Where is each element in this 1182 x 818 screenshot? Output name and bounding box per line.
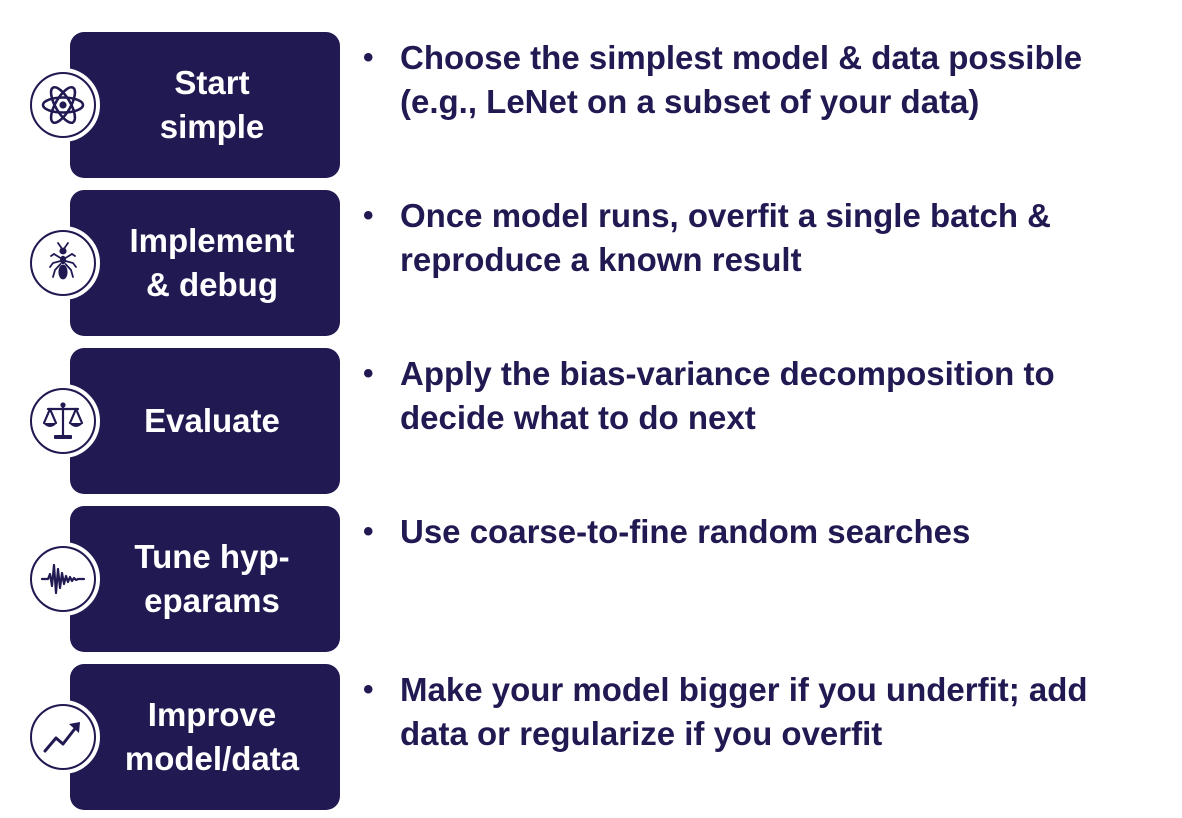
step-description: Apply the bias-variance decomposition to… <box>400 355 1055 436</box>
step-box-tune-hyperparams: Tune hyp- eparams <box>70 506 340 652</box>
ant-bug-icon <box>26 226 100 300</box>
step-box-start-simple: Start simple <box>70 32 340 178</box>
bullet-marker: • <box>363 41 374 74</box>
scales-icon <box>26 384 100 458</box>
bullet-marker: • <box>363 515 374 548</box>
step-label: Tune hyp- eparams <box>134 538 290 619</box>
step-box-evaluate: Evaluate <box>70 348 340 494</box>
step-label: Improve model/data <box>124 696 300 777</box>
trend-up-icon <box>26 700 100 774</box>
bullet-marker: • <box>363 199 374 232</box>
step-box-implement-debug: Implement & debug <box>70 190 340 336</box>
step-box-improve-model-data: Improve model/data <box>70 664 340 810</box>
atom-icon <box>26 68 100 142</box>
step-row-implement-debug: Implement & debug <box>0 190 1182 340</box>
bullet-marker: • <box>363 673 374 706</box>
waveform-icon <box>26 542 100 616</box>
bullet-marker: • <box>363 357 374 390</box>
step-description: Make your model bigger if you underfit; … <box>400 671 1088 752</box>
step-label: Start simple <box>159 64 265 145</box>
step-row-improve-model-data: Improve model/data • Make your model big… <box>0 664 1182 814</box>
step-row-start-simple: Start simple • Choose the simplest model… <box>0 32 1182 182</box>
step-description: Use coarse-to-fine random searches <box>400 513 971 550</box>
step-row-tune-hyperparams: Tune hyp- eparams • Use coarse-to-fine r… <box>0 506 1182 656</box>
step-description: Choose the simplest model & data possibl… <box>400 39 1083 120</box>
step-label: Implement & debug <box>129 222 295 303</box>
step-row-evaluate: Evaluate • Apply <box>0 348 1182 498</box>
step-description: Once model runs, overfit a single batch … <box>400 197 1051 278</box>
step-label: Evaluate <box>144 402 280 439</box>
